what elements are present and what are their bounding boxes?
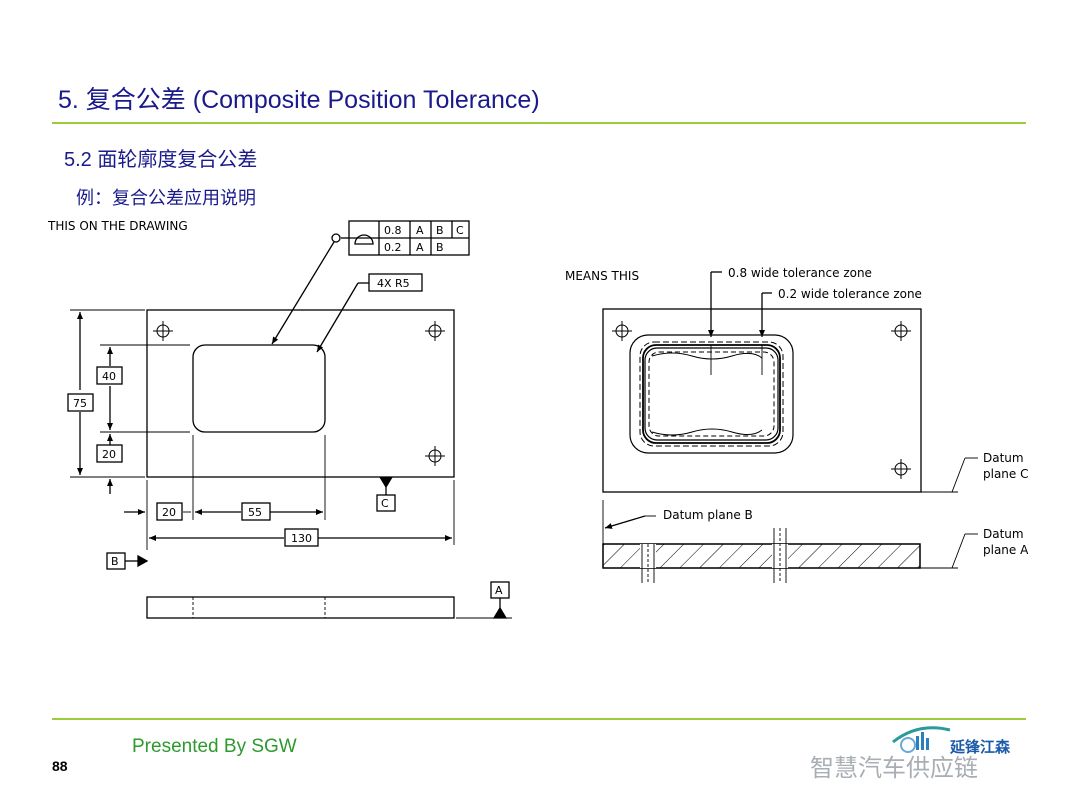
datum-a-line2: plane A bbox=[983, 543, 1029, 557]
fcf-tol1: 0.8 bbox=[384, 224, 402, 237]
datum-a-line1: Datum bbox=[983, 527, 1024, 541]
section-subtitle: 5.2 面轮廓度复合公差 bbox=[64, 149, 258, 171]
left-caption: THIS ON THE DRAWING bbox=[47, 219, 188, 233]
top-divider bbox=[52, 122, 1026, 124]
zone-02-label: 0.2 wide tolerance zone bbox=[778, 287, 922, 301]
dim-130: 130 bbox=[291, 532, 312, 545]
feature-control-frame: 0.8 A B C 0.2 A B bbox=[271, 220, 470, 345]
watermark: 智慧汽车供应链 bbox=[810, 754, 978, 782]
fcf-r2-a: A bbox=[416, 241, 424, 254]
example-caption: 例：复合公差应用说明 bbox=[76, 188, 256, 209]
presented-by: Presented By SGW bbox=[132, 736, 297, 757]
dim-20-horizontal: 20 bbox=[162, 506, 176, 519]
dim-40: 40 bbox=[102, 370, 116, 383]
page-title: 5. 复合公差 (Composite Position Tolerance) bbox=[58, 86, 540, 114]
fcf-tol2: 0.2 bbox=[384, 241, 402, 254]
fcf-r1-c: C bbox=[456, 224, 464, 237]
dim-20-vertical: 20 bbox=[102, 448, 116, 461]
datum-b-text: Datum plane B bbox=[663, 508, 753, 522]
datum-b-label: B bbox=[111, 555, 119, 568]
zone-outer bbox=[629, 334, 794, 454]
datum-c-line2: plane C bbox=[983, 467, 1029, 481]
left-plate bbox=[146, 309, 455, 478]
left-side-view bbox=[146, 596, 455, 619]
datum-c-line1: Datum bbox=[983, 451, 1024, 465]
page-number: 88 bbox=[52, 758, 68, 774]
hole-marks bbox=[153, 321, 445, 466]
fcf-r1-a: A bbox=[416, 224, 424, 237]
fcf-r1-b: B bbox=[436, 224, 444, 237]
zone-08-label: 0.8 wide tolerance zone bbox=[728, 266, 872, 280]
logo-text: 延锋江森 bbox=[950, 738, 1011, 756]
company-logo bbox=[892, 726, 951, 753]
fcf-r2-b: B bbox=[436, 241, 444, 254]
bottom-divider bbox=[52, 718, 1026, 720]
right-plate bbox=[602, 308, 922, 493]
left-drawing: THIS ON THE DRAWING 0.8 A B C 0.2 A B 4X… bbox=[47, 219, 512, 619]
right-hole-marks bbox=[612, 321, 911, 479]
dim-75: 75 bbox=[73, 397, 87, 410]
left-cutout bbox=[192, 344, 326, 433]
radius-note: 4X R5 bbox=[377, 277, 410, 290]
right-caption: MEANS THIS bbox=[565, 269, 639, 283]
datum-a-label: A bbox=[495, 584, 503, 597]
profile-surface-icon bbox=[354, 234, 374, 245]
datum-c-label: C bbox=[381, 497, 389, 510]
dim-55: 55 bbox=[248, 506, 262, 519]
right-drawing: MEANS THIS 0.8 wide tolerance zone 0.2 w… bbox=[565, 266, 1029, 583]
